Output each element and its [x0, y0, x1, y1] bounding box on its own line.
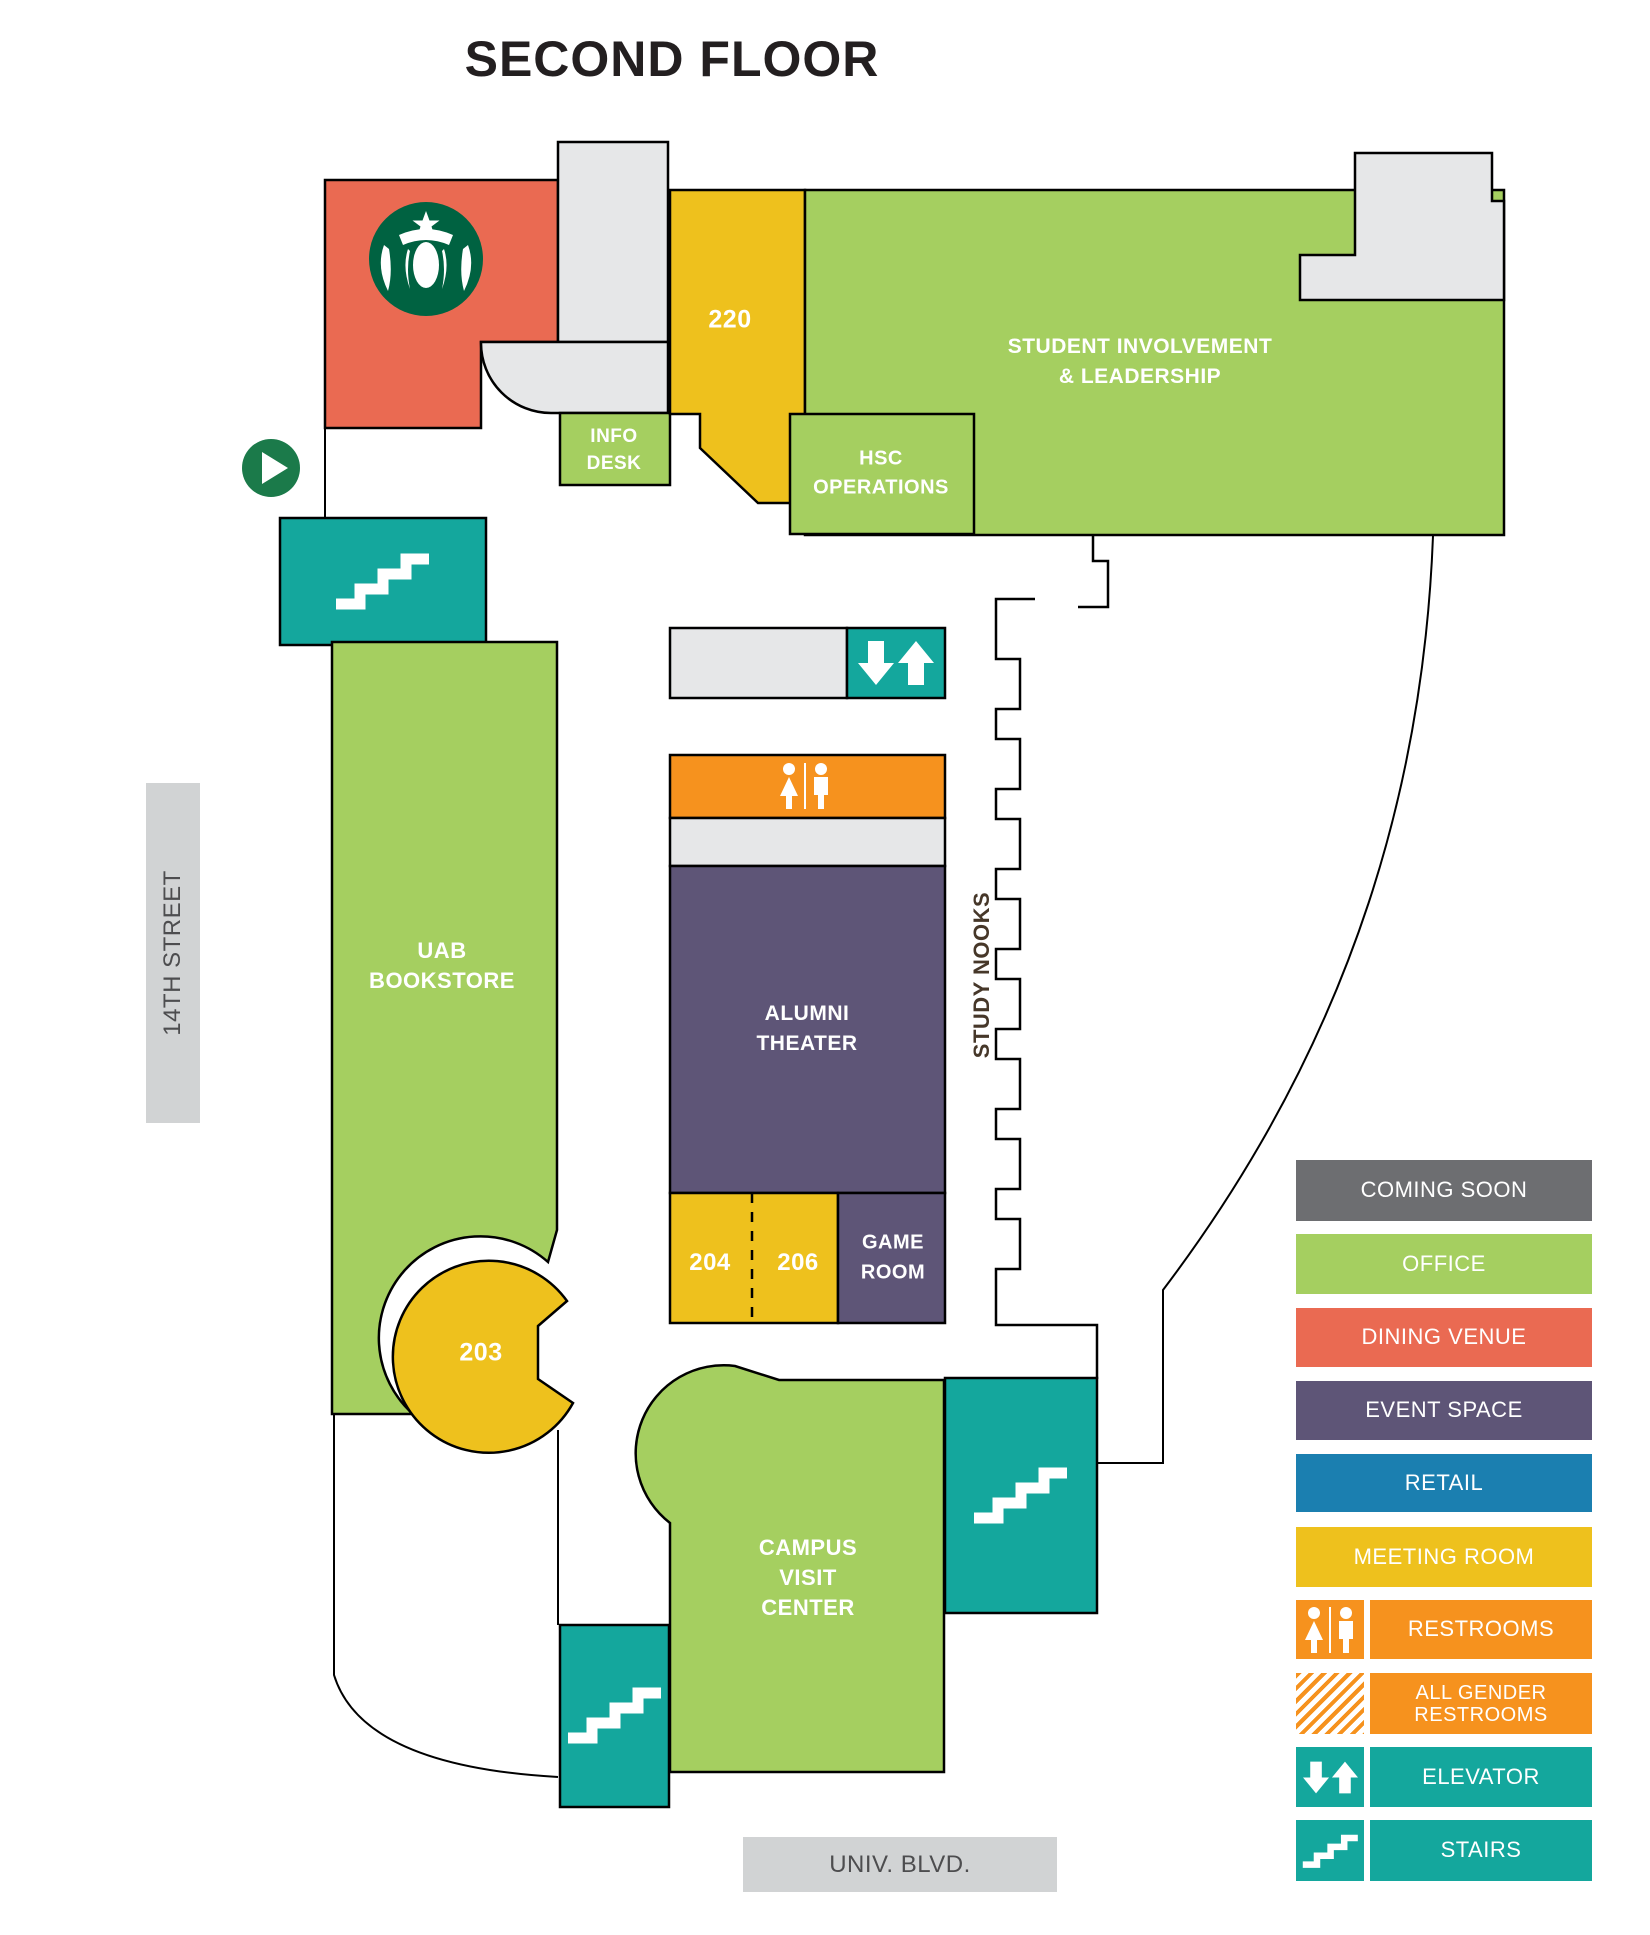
legend-item-stairs: STAIRS: [1296, 1820, 1592, 1881]
exterior-wall-left: [324, 428, 559, 1778]
legend: COMING SOON OFFICE DINING VENUE EVENT SP…: [1296, 1160, 1592, 1885]
page-title: SECOND FLOOR: [464, 31, 880, 87]
stairs-icon: [336, 553, 429, 610]
service-area-top: [556, 140, 670, 344]
room-info-desk: [558, 411, 672, 487]
legend-item-retail: RETAIL: [1296, 1454, 1592, 1512]
room-game-room: [836, 1191, 947, 1325]
restrooms-icon: [780, 763, 828, 809]
legend-label: MEETING ROOM: [1296, 1527, 1592, 1587]
legend-item-dining-venue: DINING VENUE: [1296, 1308, 1592, 1367]
legend-item-office: OFFICE: [1296, 1234, 1592, 1294]
room-203: [391, 1259, 575, 1454]
info-desk-label: DESK: [586, 453, 642, 474]
info-desk-label: INFO: [590, 426, 638, 447]
room-206-label: 206: [777, 1249, 819, 1276]
legend-label-line: ALL GENDER: [1415, 1681, 1547, 1704]
legend-label: DINING VENUE: [1296, 1308, 1592, 1367]
room-220-label: 220: [708, 305, 752, 334]
rooms-204-206: [668, 1191, 840, 1325]
street-bar-bottom: [743, 1837, 1057, 1892]
legend-label: RETAIL: [1296, 1454, 1592, 1512]
room-campus-visit-center: [634, 1364, 946, 1774]
student-involvement-label: STUDENT INVOLVEMENT: [1007, 335, 1273, 358]
study-nooks-wall: [994, 536, 1110, 1379]
legend-label-line: RESTROOMS: [1414, 1703, 1548, 1726]
student-involvement-label: & LEADERSHIP: [1058, 365, 1222, 388]
legend-label: OFFICE: [1296, 1234, 1592, 1294]
starbucks-logo-icon: [369, 202, 483, 316]
elevator-icon: [858, 641, 934, 685]
restrooms: [668, 753, 947, 820]
campus-visit-center-label: CENTER: [761, 1595, 855, 1620]
exterior-wall-right: [1097, 535, 1434, 1464]
room-uab-bookstore: [330, 640, 559, 1416]
legend-label: EVENT SPACE: [1296, 1381, 1592, 1440]
service-area-top-right: [1298, 151, 1506, 302]
uab-bookstore-label: BOOKSTORE: [369, 968, 515, 993]
legend-item-meeting-room: MEETING ROOM: [1296, 1527, 1592, 1587]
stairs-icon: [1296, 1820, 1364, 1881]
room-hsc-operations: [788, 412, 976, 536]
entrance-marker-icon: [242, 439, 300, 497]
room-204-label: 204: [689, 1249, 731, 1276]
legend-item-restrooms: RESTROOMS: [1296, 1600, 1592, 1659]
service-strip: [668, 816, 947, 868]
elevator-icon: [1296, 1747, 1364, 1807]
elevator-lobby: [668, 626, 849, 700]
alumni-theater-label: ALUMNI: [764, 1002, 850, 1025]
room-alumni-theater: [668, 864, 947, 1195]
legend-item-event-space: EVENT SPACE: [1296, 1381, 1592, 1440]
campus-visit-center-label: VISIT: [779, 1565, 837, 1590]
legend-label: COMING SOON: [1296, 1160, 1592, 1221]
room-220: [668, 188, 807, 505]
legend-label: ALL GENDER RESTROOMS: [1370, 1673, 1592, 1734]
all-gender-hatch-icon: [1296, 1673, 1364, 1734]
alumni-theater-label: THEATER: [756, 1032, 858, 1055]
service-area-walkway: [479, 340, 670, 415]
legend-item-coming-soon: COMING SOON: [1296, 1160, 1592, 1221]
hsc-operations-label: HSC: [859, 447, 903, 470]
campus-visit-center-label: CAMPUS: [758, 1535, 858, 1560]
uab-bookstore-label: UAB: [417, 938, 467, 963]
game-room-label: ROOM: [860, 1261, 926, 1284]
legend-label: ELEVATOR: [1370, 1747, 1592, 1807]
game-room-label: GAME: [862, 1231, 924, 1254]
stairs-icon: [974, 1467, 1067, 1524]
room-203-label: 203: [459, 1338, 503, 1367]
study-nooks-label: STUDY NOOKS: [969, 891, 994, 1059]
legend-label: RESTROOMS: [1370, 1600, 1592, 1659]
street-label-univ-blvd: UNIV. BLVD.: [829, 1851, 971, 1878]
legend-label: STAIRS: [1370, 1820, 1592, 1881]
legend-item-all-gender-restrooms: ALL GENDER RESTROOMS: [1296, 1673, 1592, 1734]
restrooms-icon: [1296, 1600, 1364, 1659]
hsc-operations-label: OPERATIONS: [813, 476, 949, 499]
stairs-icon: [568, 1687, 661, 1744]
street-label-14th: 14TH STREET: [159, 870, 186, 1036]
street-bar-left: [146, 783, 200, 1123]
legend-item-elevator: ELEVATOR: [1296, 1747, 1592, 1807]
